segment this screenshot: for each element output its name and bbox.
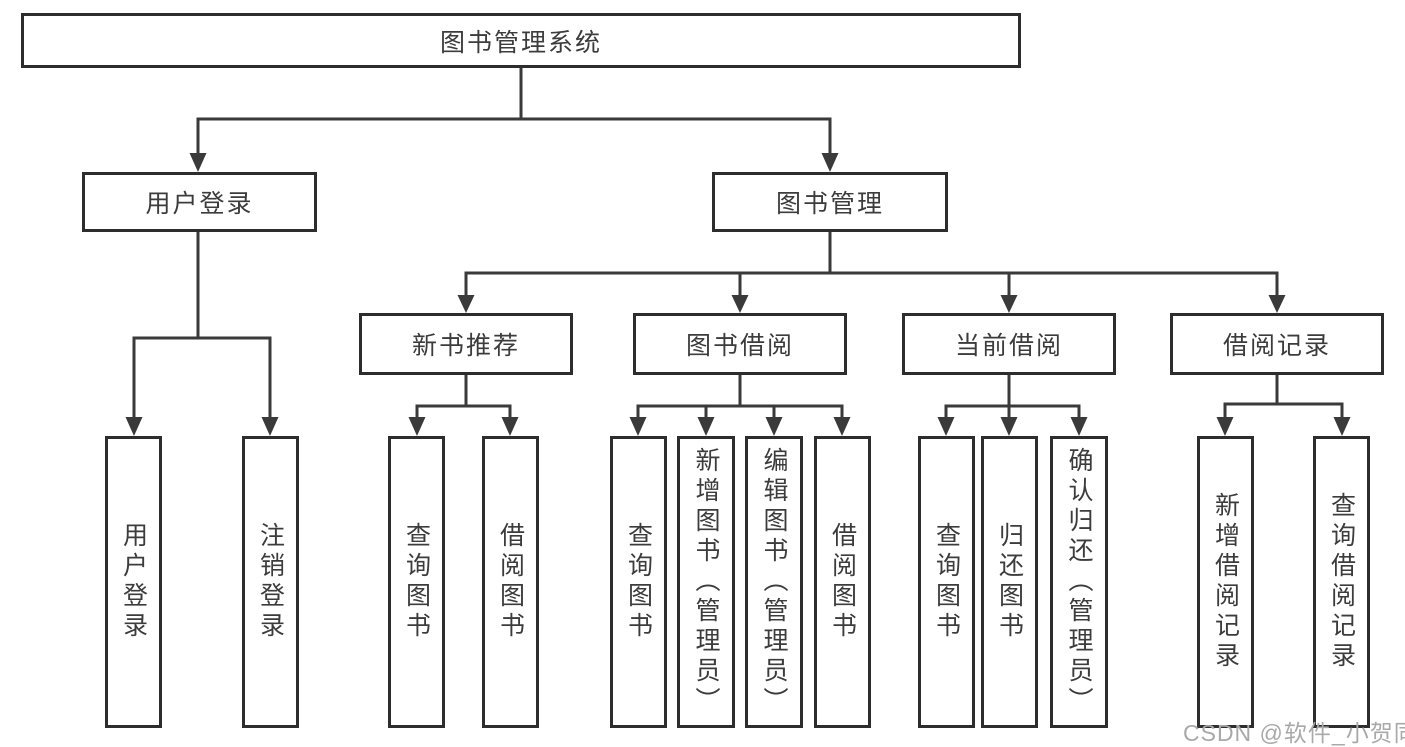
leaf-current-query-books: 查询图书	[918, 436, 975, 728]
node-label: 查询图书	[402, 522, 431, 642]
node-label: 用户登录	[119, 522, 148, 642]
node-label: 图书管理	[775, 190, 884, 218]
node-current-borrow: 当前借阅	[902, 313, 1116, 375]
node-label: 用户登录	[145, 190, 254, 218]
node-label: 图书借阅	[685, 332, 794, 360]
node-label: 查询借阅记录	[1327, 492, 1356, 672]
leaf-borrow-borrow-books: 借阅图书	[814, 436, 871, 728]
node-user-login: 用户登录	[82, 172, 317, 232]
node-label: 确认归还（管理员）	[1065, 447, 1093, 717]
node-label: 借阅记录	[1222, 332, 1331, 360]
node-root: 图书管理系统	[21, 13, 1021, 68]
node-label: 编辑图书（管理员）	[760, 447, 788, 717]
leaf-borrow-add-books-admin: 新增图书（管理员）	[677, 436, 735, 728]
leaf-borrow-query-books: 查询图书	[610, 436, 667, 728]
watermark: CSDN @软件_小贺同学	[1183, 720, 1405, 746]
leaf-recommend-borrow-books: 借阅图书	[482, 436, 539, 728]
node-book-borrow: 图书借阅	[633, 313, 847, 375]
leaf-logout: 注销登录	[242, 436, 299, 728]
leaf-records-add-record: 新增借阅记录	[1197, 436, 1254, 728]
node-label: 当前借阅	[954, 332, 1063, 360]
node-label: 查询图书	[624, 522, 653, 642]
node-label: 新书推荐	[411, 332, 520, 360]
node-label: 注销登录	[256, 522, 285, 642]
node-label: 图书管理系统	[439, 28, 602, 57]
leaf-recommend-query-books: 查询图书	[388, 436, 445, 728]
node-label: 归还图书	[995, 522, 1024, 642]
leaf-current-return-books: 归还图书	[981, 436, 1038, 728]
node-borrow-records: 借阅记录	[1170, 313, 1384, 375]
leaf-current-confirm-return-admin: 确认归还（管理员）	[1050, 436, 1108, 728]
node-label: 借阅图书	[828, 522, 857, 642]
node-new-book-recommend: 新书推荐	[359, 313, 573, 375]
node-book-management: 图书管理	[712, 172, 948, 232]
leaf-borrow-edit-books-admin: 编辑图书（管理员）	[745, 436, 803, 728]
leaf-records-query-record: 查询借阅记录	[1313, 436, 1370, 728]
node-label: 借阅图书	[496, 522, 525, 642]
node-label: 查询图书	[932, 522, 961, 642]
leaf-user-login: 用户登录	[105, 436, 162, 728]
node-label: 新增图书（管理员）	[692, 447, 720, 717]
node-label: 新增借阅记录	[1211, 492, 1240, 672]
